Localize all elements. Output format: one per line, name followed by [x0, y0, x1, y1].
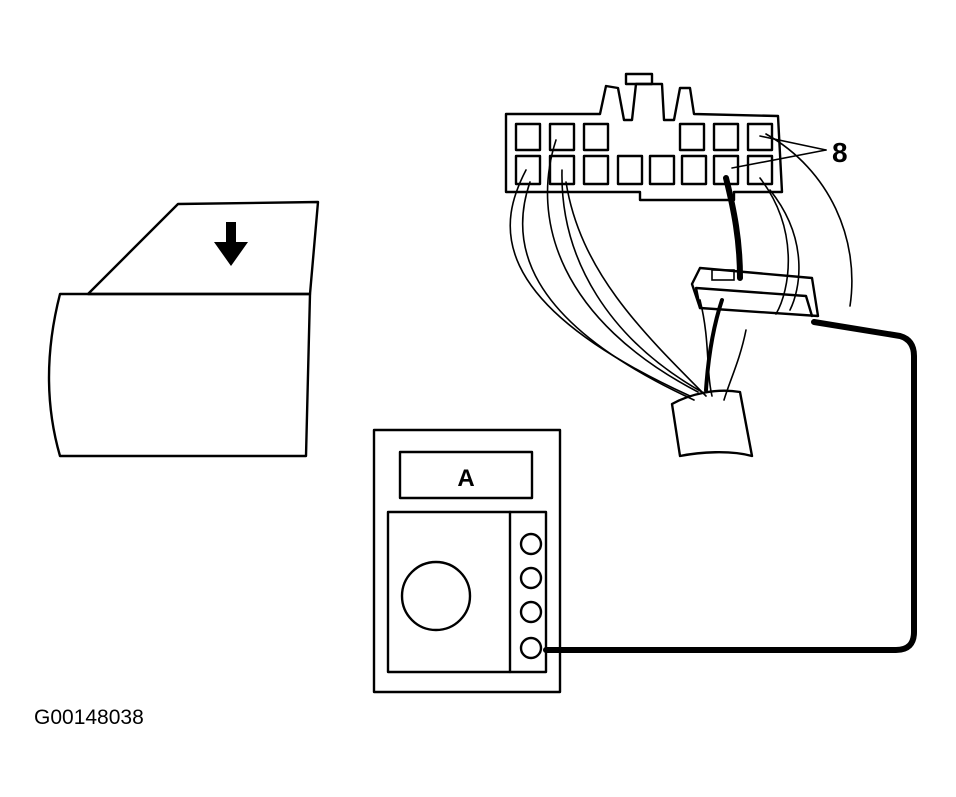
ammeter-jack [519, 566, 543, 590]
window-switch-connector [504, 72, 784, 202]
pin-8-back-lead [704, 298, 724, 392]
ammeter-jack [519, 600, 543, 624]
connector-pin [582, 122, 610, 152]
down-arrow-icon [214, 222, 248, 266]
harness-sheath [670, 389, 754, 458]
pin-8-probe-lead [723, 175, 743, 281]
wire-harness [509, 133, 853, 458]
ammeter-dial [400, 560, 472, 632]
connector-pin [548, 122, 576, 152]
pin-callout: 8 [731, 135, 848, 169]
connector-housing [504, 82, 784, 202]
connector-pin [514, 122, 542, 152]
connector-pin [514, 154, 542, 186]
window-glass [86, 200, 320, 296]
connector-pin [616, 154, 644, 186]
door-window-illustration [47, 200, 320, 458]
ammeter-body [372, 428, 562, 694]
ammeter-jack-connected [519, 636, 543, 660]
connector-pin [648, 154, 676, 186]
callout-number: 8 [832, 137, 848, 168]
connector-pin [678, 122, 706, 152]
connector-pin [680, 154, 708, 186]
door-panel [47, 292, 312, 458]
test-adapter-connector [690, 266, 820, 318]
figure-id: G00148038 [34, 706, 144, 729]
meter-test-lead [543, 319, 917, 653]
ammeter-face [386, 510, 548, 674]
connector-pin [746, 154, 774, 186]
ammeter-jack [519, 532, 543, 556]
ammeter-display [398, 450, 534, 500]
ammeter-display-label: A [457, 465, 474, 492]
connector-pin [712, 122, 740, 152]
connector-pin [582, 154, 610, 186]
ammeter: A [372, 428, 562, 694]
